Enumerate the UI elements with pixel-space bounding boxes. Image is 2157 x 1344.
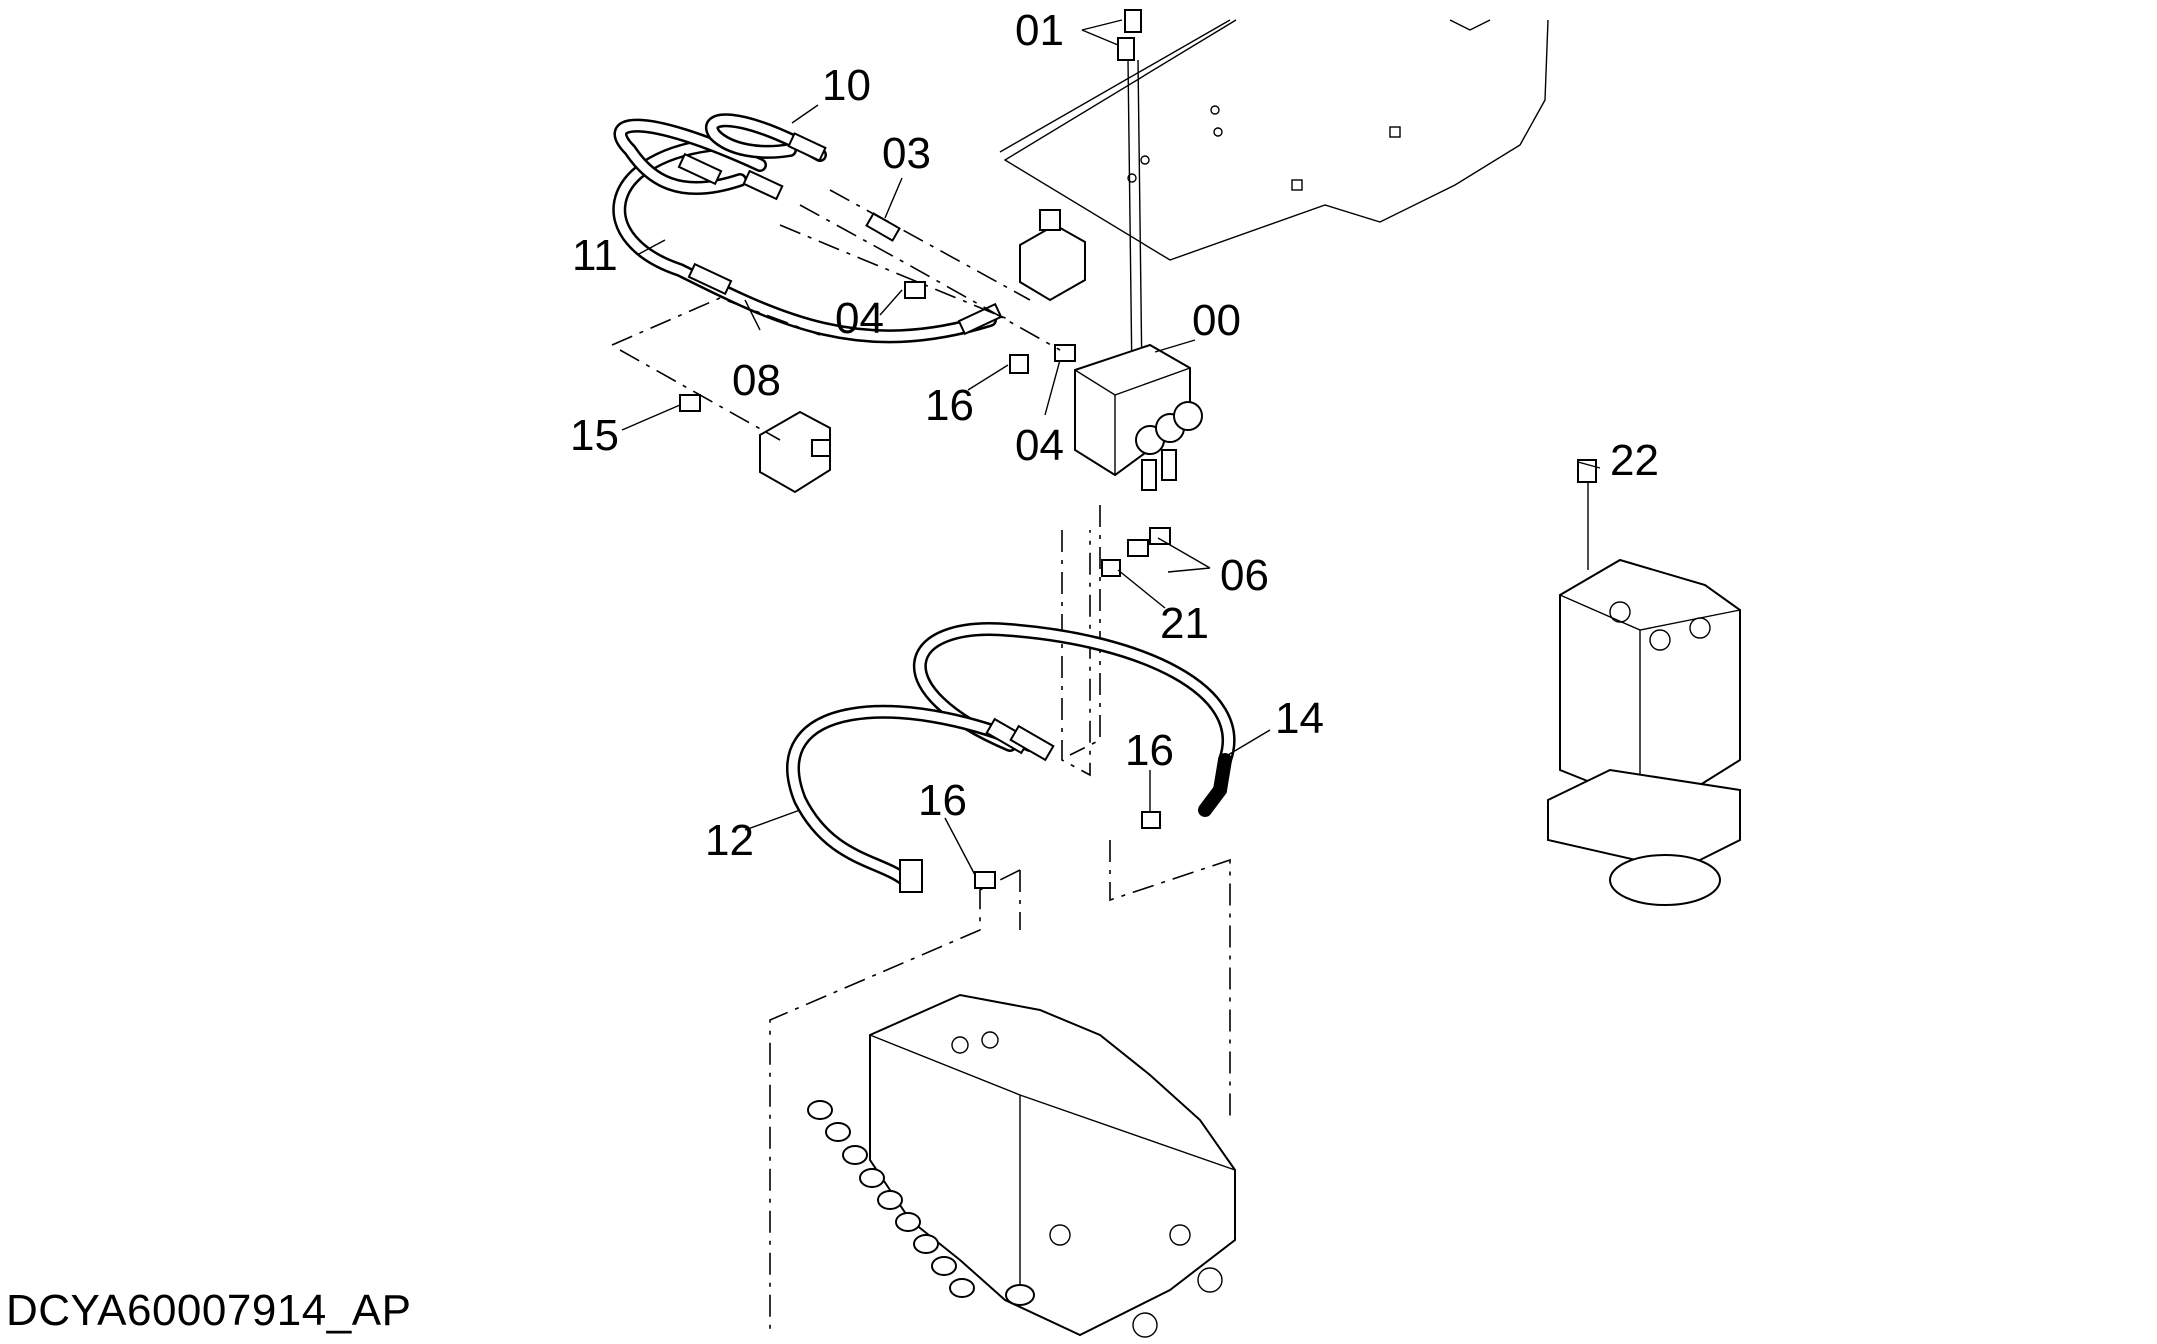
callout-16-right: 16 — [1125, 726, 1174, 775]
callout-labels: 01 10 03 11 04 00 08 16 15 04 22 06 21 1… — [570, 6, 1659, 865]
callout-03: 03 — [882, 129, 931, 178]
document-id: DCYA60007914_AP — [6, 1286, 412, 1335]
callout-12: 15 — [570, 411, 619, 460]
callout-10: 10 — [822, 61, 871, 110]
hose-assembly-upper — [612, 113, 1003, 344]
part-01-bolts — [1117, 9, 1143, 381]
callout-04-upper: 04 — [835, 294, 884, 343]
motor-assembly — [1547, 459, 1741, 906]
callout-16-left: 16 — [918, 776, 967, 825]
callout-01: 01 — [1015, 6, 1064, 55]
callout-08: 08 — [732, 356, 781, 405]
callout-leaders — [621, 19, 1601, 876]
mounting-plate — [999, 19, 1549, 261]
callout-06: 06 — [1220, 551, 1269, 600]
solenoid-valve-upper — [1019, 209, 1086, 302]
part-00-valve-block — [1074, 343, 1203, 491]
callout-15: 12 — [705, 816, 754, 865]
main-control-valve — [807, 993, 1236, 1338]
dashed-leaders — [611, 189, 1231, 1335]
callout-21-upper: 16 — [925, 381, 974, 430]
fittings-upper — [679, 212, 1076, 412]
callout-14: 14 — [1275, 694, 1324, 743]
callout-11: 11 — [572, 231, 618, 280]
fittings-06-21 — [1101, 527, 1171, 577]
valve-spools — [807, 1100, 1035, 1306]
callout-04-lower: 04 — [1015, 421, 1064, 470]
callout-22: 22 — [1610, 436, 1659, 485]
solenoid-valve-lower — [759, 410, 831, 494]
callout-21-lower: 21 — [1160, 599, 1209, 648]
hose-assembly-lower — [786, 622, 1236, 893]
callout-00: 00 — [1192, 296, 1241, 345]
